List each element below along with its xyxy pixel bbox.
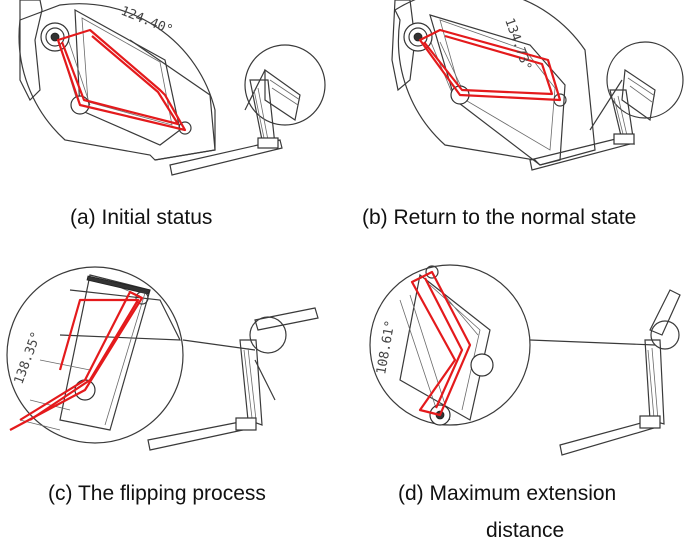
panel-d-caption-line2: distance [486,519,565,542]
panel-d-drawing: 108.61° [369,264,681,456]
panel-d-caption: (d) Maximum extension [398,482,617,505]
panel-a-caption: (a) Initial status [70,206,213,229]
panel-c-caption: (c) The flipping process [48,482,266,505]
panel-a-angle-label: 124.40° [119,4,175,38]
panel-b-drawing: 134.73° [391,0,684,171]
panel-a-drawing: 124.40° [18,0,326,176]
panel-c-drawing: 138.35° [6,266,319,451]
panel-b-caption: (b) Return to the normal state [362,206,637,229]
panel-c-angle-label: 138.35° [12,330,45,387]
panel-d-angle-label: 108.61° [374,319,398,376]
